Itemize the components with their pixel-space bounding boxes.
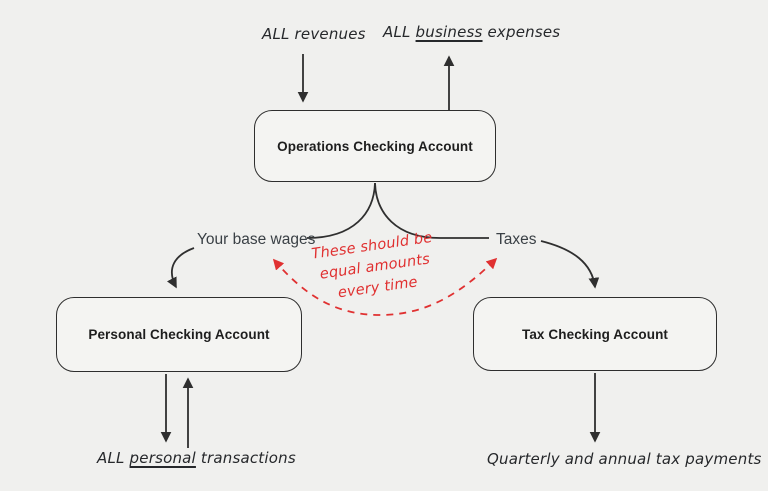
personal-checking-account-node: Personal Checking Account xyxy=(56,297,302,372)
all-revenues-label: ALL revenues xyxy=(262,25,366,43)
fork-left-branch xyxy=(306,182,376,239)
taxes-arrow xyxy=(540,240,600,289)
tax-checking-account-node: Tax Checking Account xyxy=(473,297,717,371)
all-personal-transactions-label: ALL personal transactions xyxy=(97,449,296,467)
operations-checking-account-node: Operations Checking Account xyxy=(254,110,496,182)
all-business-expenses-label: ALL business expenses xyxy=(383,23,561,41)
personal-node-label: Personal Checking Account xyxy=(88,327,270,342)
tax-node-label: Tax Checking Account xyxy=(521,326,669,342)
base-wages-edge-label: Your base wages xyxy=(197,231,316,248)
taxes-edge-label: Taxes xyxy=(496,231,537,248)
equal-amounts-note: These should be equal amounts every time xyxy=(293,225,456,309)
tax-payments-label: Quarterly and annual tax payments xyxy=(487,450,762,468)
base-wages-arrow xyxy=(166,247,195,289)
operations-node-label: Operations Checking Account xyxy=(277,138,473,154)
